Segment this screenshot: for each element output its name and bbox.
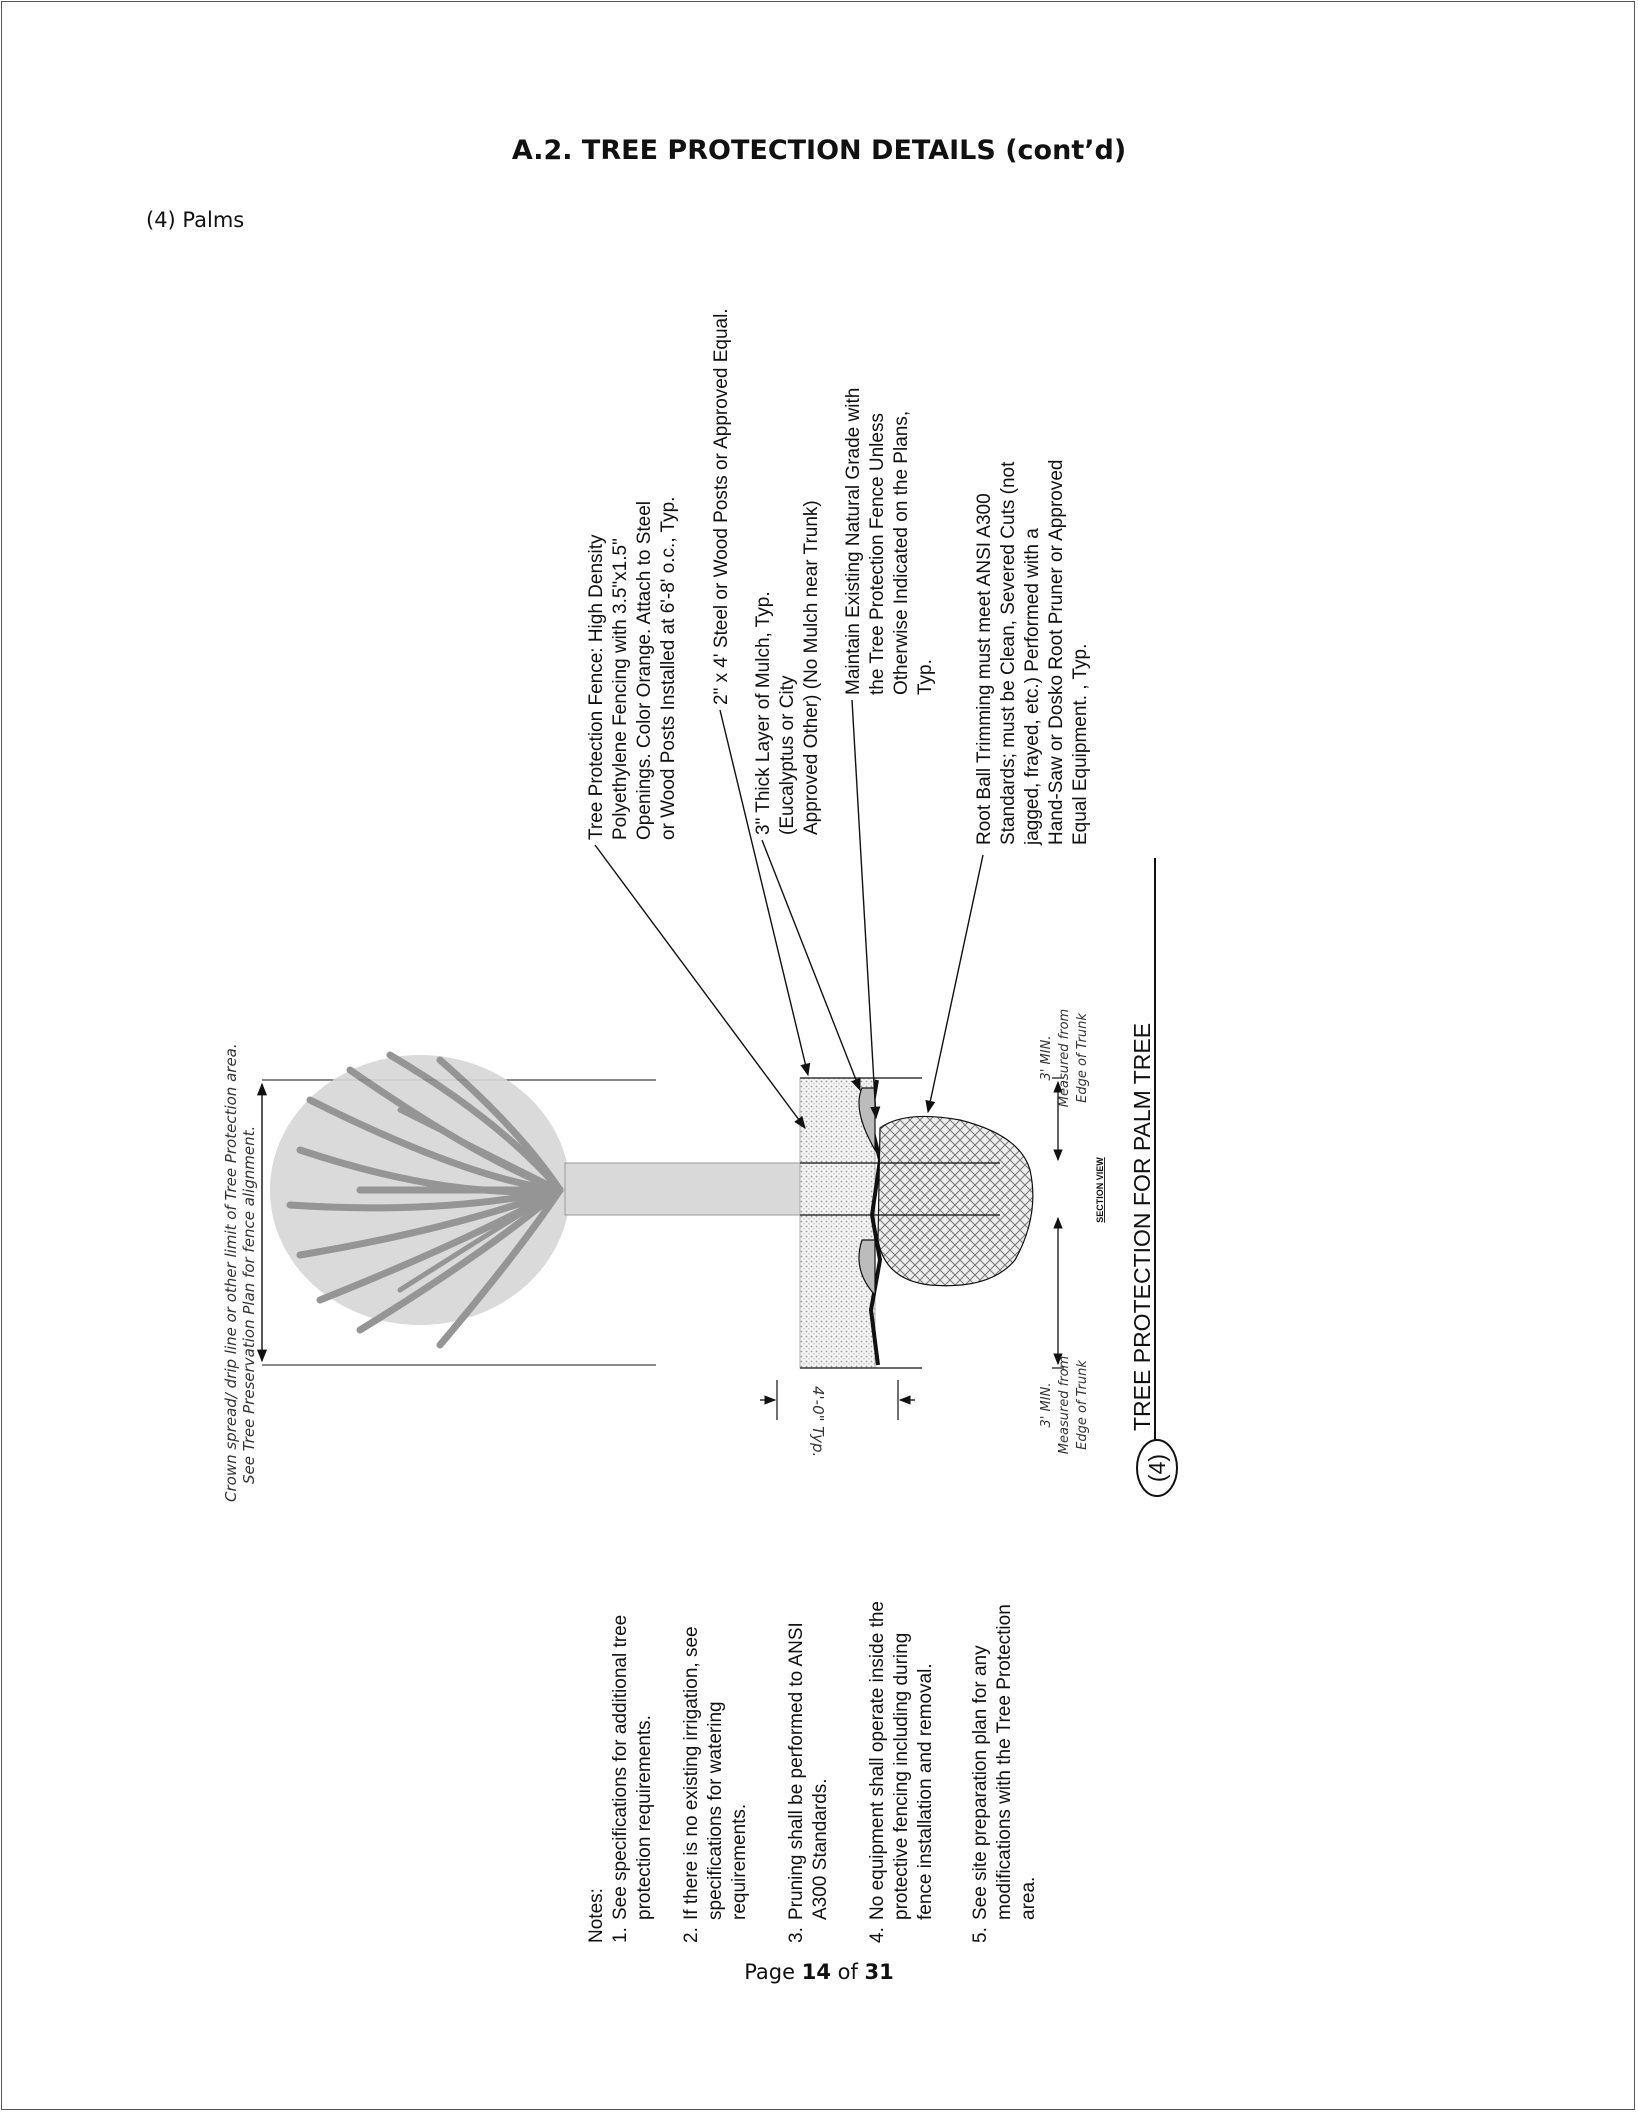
notes-block: Notes: 1. See specifications for additio… (586, 1601, 1039, 1943)
callout-mulch-line-1: 3" Thick Layer of Mulch, Typ. (753, 591, 774, 835)
callout-mulch-line-3: Approved Other) (No Mulch near Trunk) (801, 500, 822, 835)
note-5-line-1: See site preparation plan for any (970, 1645, 991, 1920)
note-5-line-3: area. (1018, 1877, 1039, 1920)
callout-rootball-line-3: jagged, frayed, etc.) Performed with a (1022, 528, 1043, 846)
page-footer: Page 14 of 31 (0, 1960, 1638, 1984)
detail-number-text: (4) (1144, 1454, 1170, 1482)
callout-rootball-line-2: Standards; must be Clean, Severed Cuts (… (998, 461, 1019, 845)
section-view-label: SECTION VIEW (1095, 1157, 1105, 1223)
subsection-heading: (4) Palms (146, 208, 245, 232)
footer-total-pages: 31 (864, 1960, 894, 1984)
note-3-num: 3. (786, 1927, 807, 1943)
callout-fence-line-1: Tree Protection Fence: High Density (586, 534, 607, 840)
note-2-line-1: If there is no existing irrigation, see (681, 1626, 702, 1920)
fence-height-label: 4'-0" Typ. (809, 1386, 827, 1457)
note-1-num: 1. (610, 1927, 631, 1943)
callout-grade-line-1: Maintain Existing Natural Grade with (843, 388, 864, 695)
min-right-line-2: Measured from (1057, 1009, 1072, 1107)
notes-label: Notes: (586, 1888, 607, 1943)
mulch-layer-top (858, 1087, 876, 1153)
min-left-line-2: Measured from (1057, 1356, 1072, 1454)
callout-rootball: Root Ball Trimming must meet ANSI A300 S… (974, 460, 1091, 846)
min-right-line-1: 3' MIN. (1039, 1036, 1054, 1081)
fence-height-text: 4'-0" Typ. (809, 1386, 827, 1457)
note-1-line-2: protection requirements. (634, 1715, 655, 1920)
note-1-line-1: See specifications for additional tree (610, 1615, 631, 1920)
note-4-line-2: protective fencing including during (891, 1633, 912, 1920)
note-4-line-1: No equipment shall operate inside the (867, 1601, 888, 1920)
callout-grade-line-3: Otherwise Indicated on the Plans, (891, 411, 912, 695)
section-view-text: SECTION VIEW (1095, 1157, 1105, 1223)
min-right-line-3: Edge of Trunk (1075, 1013, 1090, 1103)
protection-zone-soil (799, 1077, 876, 1369)
note-4-line-3: fence installation and removal. (915, 1663, 936, 1920)
crown-label-line-2: See Tree Preservation Plan for fence ali… (240, 1126, 258, 1484)
min-label-right: 3' MIN. Measured from Edge of Trunk (1039, 1009, 1090, 1107)
crown-label-line-1: Crown spread/ drip line or other limit o… (222, 1043, 240, 1502)
note-2-line-3: requirements. (729, 1804, 750, 1920)
diagram-title: TREE PROTECTION FOR PALM TREE (4) (1129, 1023, 1170, 1482)
footer-prefix: Page (744, 1960, 802, 1984)
callout-mulch: 3" Thick Layer of Mulch, Typ. (Eucalyptu… (753, 500, 822, 835)
callout-fence-line-4: or Wood Posts Installed at 6'-8' o.c., T… (658, 497, 679, 840)
callout-rootball-line-4: Hand-Saw or Dosko Root Pruner or Approve… (1046, 460, 1067, 845)
note-4-num: 4. (867, 1927, 888, 1943)
callout-rootball-line-5: Equal Equipment. , Typ. (1070, 644, 1091, 845)
palm-crown (270, 1051, 570, 1349)
note-3-line-2: A300 Standards. (810, 1778, 831, 1920)
callout-fence: Tree Protection Fence: High Density Poly… (586, 497, 679, 840)
note-5-num: 5. (970, 1927, 991, 1943)
callout-grade-line-2: the Tree Protection Fence Unless (867, 413, 888, 695)
diagram-title-text: TREE PROTECTION FOR PALM TREE (1129, 1023, 1155, 1431)
callout-fence-line-2: Polyethylene Fencing with 3.5"x1.5" (610, 538, 631, 840)
section-heading: A.2. TREE PROTECTION DETAILS (cont’d) (511, 135, 1127, 166)
footer-of: of (830, 1960, 865, 1984)
palm-trunk (564, 1162, 811, 1216)
callout-rootball-line-1: Root Ball Trimming must meet ANSI A300 (974, 493, 995, 845)
detail-number-circle (1136, 1439, 1178, 1497)
min-label-left: 3' MIN. Measured from Edge of Trunk (1039, 1356, 1090, 1454)
footer-page-number: 14 (801, 1960, 831, 1984)
note-2-line-2: specifications for watering (705, 1701, 726, 1920)
callout-posts: 2" x 4' Steel or Wood Posts or Approved … (711, 308, 732, 705)
crown-label: Crown spread/ drip line or other limit o… (222, 1043, 258, 1502)
callout-grade: Maintain Existing Natural Grade with the… (843, 388, 936, 695)
callout-posts-line-1: 2" x 4' Steel or Wood Posts or Approved … (711, 308, 732, 705)
min-left-line-1: 3' MIN. (1039, 1383, 1054, 1428)
note-3-line-1: Pruning shall be performed to ANSI (786, 1622, 807, 1920)
root-ball (877, 1115, 1034, 1287)
note-5-line-2: modifications with the Tree Protection (994, 1604, 1015, 1920)
mulch-layer-bottom (858, 1239, 876, 1297)
callout-mulch-line-2: (Eucalyptus or City (777, 675, 798, 835)
min-dimension (1052, 1077, 1064, 1369)
note-2-num: 2. (681, 1927, 702, 1943)
fence-height-dimension (760, 1380, 915, 1420)
callout-grade-line-4: Typ. (915, 659, 936, 695)
callout-fence-line-3: Openings. Color Orange. Attach to Steel (634, 501, 655, 840)
min-left-line-3: Edge of Trunk (1075, 1360, 1090, 1450)
leader-lines (594, 699, 984, 1130)
